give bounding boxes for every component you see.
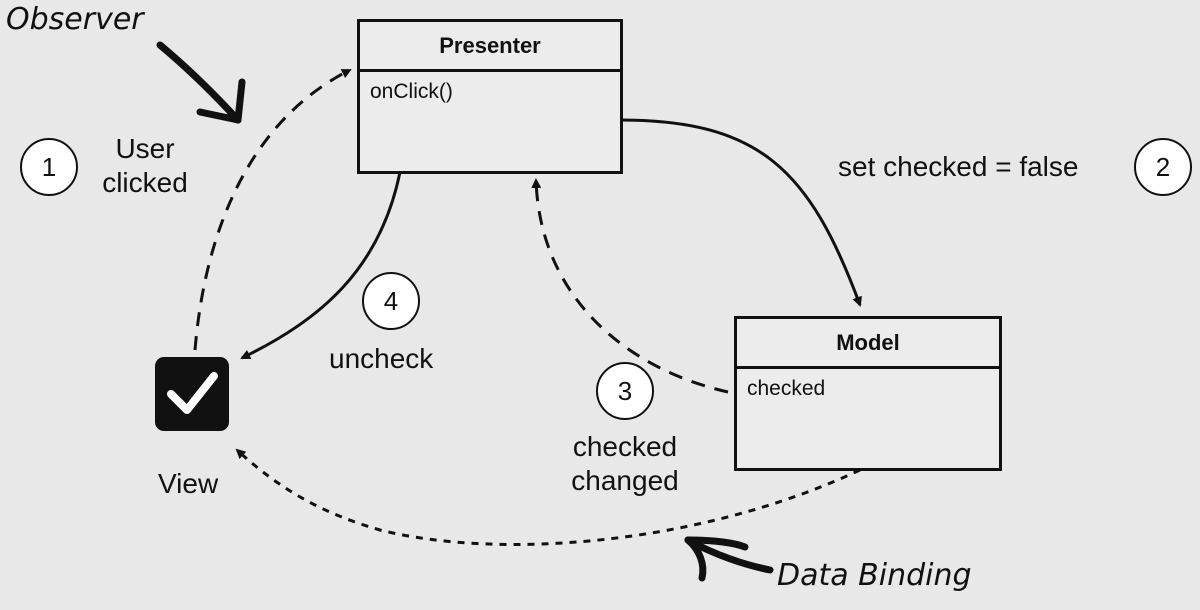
model-field: checked <box>747 377 826 400</box>
model-box: Model checked <box>734 316 1002 471</box>
data-binding-pointer-icon <box>684 536 774 582</box>
presenter-box: Presenter onClick() <box>357 19 623 174</box>
arrow-checked-changed <box>531 178 729 394</box>
presenter-title: Presenter <box>360 22 620 72</box>
data-binding-annotation: Data Binding <box>777 558 972 593</box>
view-label: View <box>158 468 219 499</box>
arrow-user-clicked <box>193 68 352 351</box>
step-2-label: set checked = false <box>838 151 1079 182</box>
step-3-badge: 3 <box>596 362 654 420</box>
observer-pointer-icon <box>156 41 246 124</box>
observer-annotation: Observer <box>6 2 144 37</box>
step-1-badge: 1 <box>20 138 78 196</box>
arrow-set-checked <box>619 118 862 307</box>
arrow-uncheck <box>240 171 402 360</box>
arrow-data-binding <box>235 448 861 546</box>
model-title: Model <box>737 319 999 369</box>
step-2-badge: 2 <box>1134 138 1192 196</box>
step-1-label: User clicked <box>102 133 188 198</box>
presenter-method: onClick() <box>370 80 453 103</box>
step-4-badge: 4 <box>362 272 420 330</box>
step-3-label: checked changed <box>571 431 679 496</box>
view-checkbox[interactable] <box>155 357 229 431</box>
step-4-label: uncheck <box>329 343 434 374</box>
